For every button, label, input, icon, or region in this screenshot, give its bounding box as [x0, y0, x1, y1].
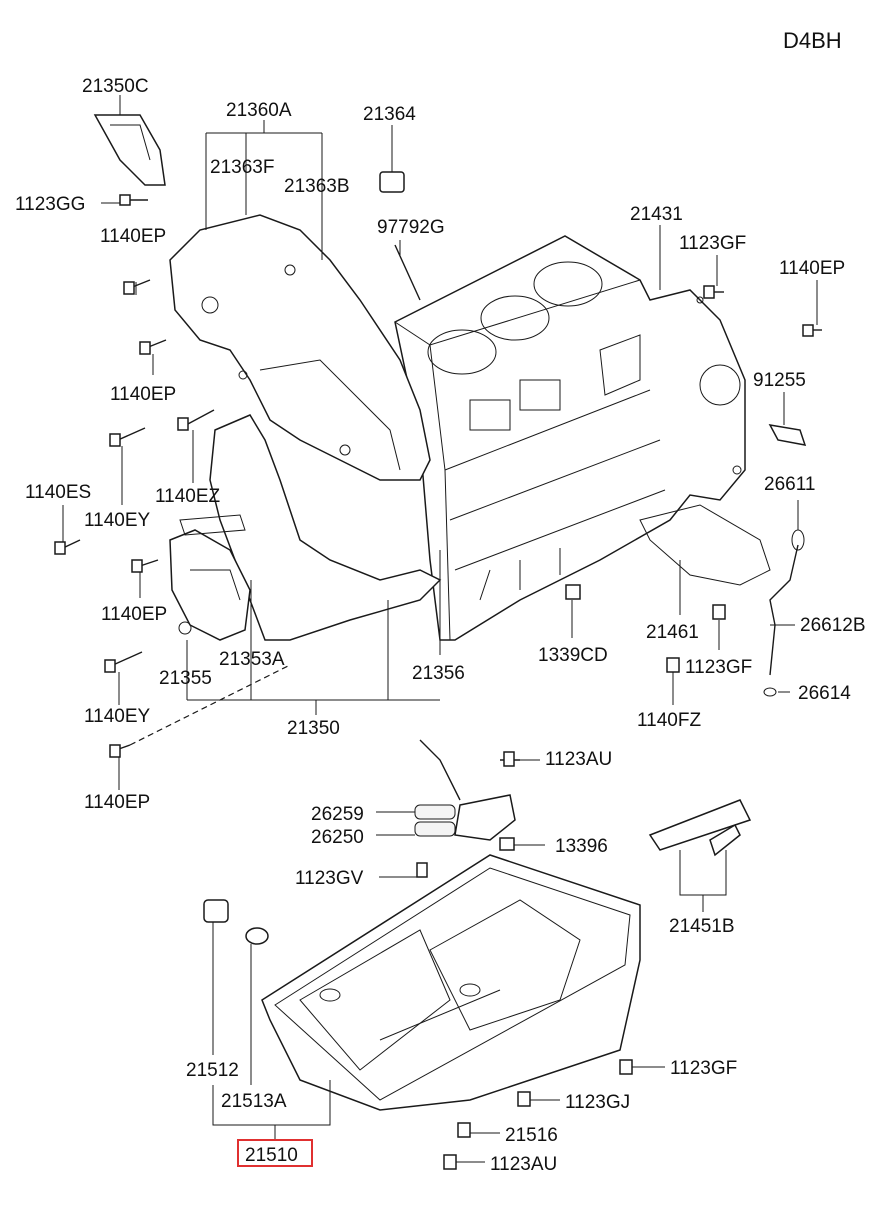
label-13396[interactable]: 13396 — [555, 836, 608, 857]
label-1123GV[interactable]: 1123GV — [295, 868, 364, 889]
label-26259[interactable]: 26259 — [311, 804, 364, 825]
lower-timing-cover — [169, 414, 442, 641]
label-1339CD[interactable]: 1339CD — [538, 645, 608, 666]
part-labels: D4BH 21350C 1123GG 21360A 21363F 21363B … — [15, 28, 866, 1175]
label-21451B[interactable]: 21451B — [669, 916, 735, 937]
label-26250[interactable]: 26250 — [311, 827, 364, 848]
label-1123GF-bottom[interactable]: 1123GF — [670, 1058, 737, 1079]
label-21350[interactable]: 21350 — [287, 718, 340, 739]
label-1140EY-lower[interactable]: 1140EY — [84, 706, 151, 727]
model-code: D4BH — [783, 28, 842, 53]
label-21516[interactable]: 21516 — [505, 1125, 558, 1146]
leader-lines — [62, 95, 818, 1163]
label-1140EZ[interactable]: 1140EZ — [155, 486, 221, 507]
bolt-set — [54, 114, 822, 758]
label-1140EP-lower-left[interactable]: 1140EP — [101, 604, 167, 625]
label-1123GF-top[interactable]: 1123GF — [679, 233, 746, 254]
label-1123AU-bottom[interactable]: 1123AU — [490, 1154, 557, 1175]
label-1140EP-top-left[interactable]: 1140EP — [100, 226, 166, 247]
label-1140EP-right[interactable]: 1140EP — [779, 258, 845, 279]
label-26611[interactable]: 26611 — [764, 474, 815, 495]
label-21431[interactable]: 21431 — [630, 204, 683, 225]
timing-belt-cover — [169, 214, 431, 481]
label-21363F[interactable]: 21363F — [210, 157, 274, 178]
label-1140EY-upper[interactable]: 1140EY — [84, 510, 151, 531]
label-21512[interactable]: 21512 — [186, 1060, 239, 1081]
label-21513A[interactable]: 21513A — [221, 1091, 287, 1112]
label-1140FZ[interactable]: 1140FZ — [637, 710, 701, 731]
label-1123GJ[interactable]: 1123GJ — [565, 1092, 630, 1113]
label-21356[interactable]: 21356 — [412, 663, 465, 684]
label-1123GG[interactable]: 1123GG — [15, 194, 85, 215]
label-26614[interactable]: 26614 — [798, 683, 851, 704]
label-21461[interactable]: 21461 — [646, 622, 699, 643]
label-21350C[interactable]: 21350C — [82, 76, 149, 97]
label-1140ES[interactable]: 1140ES — [25, 482, 91, 503]
label-1123AU-upper[interactable]: 1123AU — [545, 749, 612, 770]
engine-block — [394, 235, 771, 641]
label-1140EP-mid-left[interactable]: 1140EP — [110, 384, 176, 405]
label-21353A[interactable]: 21353A — [219, 649, 285, 670]
label-21364[interactable]: 21364 — [363, 104, 416, 125]
label-21355[interactable]: 21355 — [159, 668, 212, 689]
label-21510[interactable]: 21510 — [245, 1145, 298, 1166]
oil-pan — [203, 799, 752, 1170]
label-1140EP-bottom-left[interactable]: 1140EP — [84, 792, 150, 813]
label-21363B[interactable]: 21363B — [284, 176, 350, 197]
label-21360A[interactable]: 21360A — [226, 100, 292, 121]
label-1123GF-mid[interactable]: 1123GF — [685, 657, 752, 678]
highlight-box — [237, 1139, 313, 1167]
label-97792G[interactable]: 97792G — [377, 217, 445, 238]
label-91255[interactable]: 91255 — [753, 370, 806, 391]
label-26612B[interactable]: 26612B — [800, 615, 866, 636]
oil-strainer — [414, 739, 520, 878]
